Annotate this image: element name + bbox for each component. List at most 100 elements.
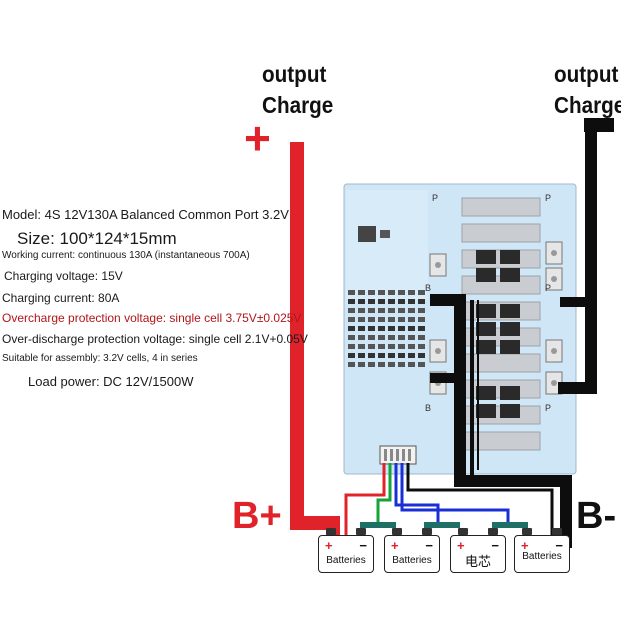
spec-overcharge: Overcharge protection voltage: single ce… <box>2 311 302 325</box>
mosfet <box>500 250 520 264</box>
plus-icon: + <box>521 538 529 553</box>
resistor <box>418 335 425 340</box>
minus-icon: − <box>425 538 433 553</box>
output-label-right: output <box>554 61 619 87</box>
plus-sign: + <box>244 112 271 164</box>
resistor <box>398 344 405 349</box>
chip <box>358 226 376 242</box>
mosfet <box>500 340 520 354</box>
resistor <box>408 362 415 367</box>
battery-cell: + − Batteries <box>514 528 570 573</box>
resistor <box>418 362 425 367</box>
resistor <box>358 308 365 313</box>
positive-terminal <box>458 528 468 535</box>
spec-charging-current: Charging current: 80A <box>2 291 120 305</box>
resistor <box>408 344 415 349</box>
minus-icon: − <box>491 538 499 553</box>
resistor <box>368 299 375 304</box>
b-minus-wire <box>430 294 572 548</box>
lug-hole <box>435 262 441 268</box>
mosfet <box>500 268 520 282</box>
resistor <box>408 326 415 331</box>
resistor <box>408 299 415 304</box>
pad-label-p: P <box>545 403 552 413</box>
balance-resistors <box>348 290 425 367</box>
resistor <box>388 344 395 349</box>
mosfet <box>476 250 496 264</box>
battery-cell: + − Batteries <box>318 528 374 573</box>
resistor <box>348 335 355 340</box>
spec-working-current: Working current: continuous 130A (instan… <box>2 250 250 261</box>
heatsink-bar <box>461 197 541 217</box>
resistor <box>388 335 395 340</box>
cell-links <box>360 522 528 528</box>
mosfet <box>476 304 496 318</box>
resistor <box>418 299 425 304</box>
resistor <box>368 335 375 340</box>
resistor <box>348 353 355 358</box>
spec-overdischarge: Over-discharge protection voltage: singl… <box>2 332 308 346</box>
negative-terminal <box>356 528 366 535</box>
resistor <box>378 335 385 340</box>
lug-hole <box>551 276 557 282</box>
spec-charging-voltage: Charging voltage: 15V <box>4 269 123 283</box>
mosfet <box>476 404 496 418</box>
resistor <box>368 317 375 322</box>
mosfet <box>500 322 520 336</box>
minus-icon: − <box>555 538 563 553</box>
pad-label-b: B <box>425 403 432 413</box>
resistor <box>348 317 355 322</box>
resistor <box>398 299 405 304</box>
plus-icon: + <box>391 538 399 553</box>
spec-size: Size: 100*124*15mm <box>17 229 177 248</box>
battery-label: Batteries <box>326 555 366 566</box>
resistor <box>388 353 395 358</box>
negative-terminal <box>552 528 562 535</box>
mosfet <box>500 386 520 400</box>
spec-suitable: Suitable for assembly: 3.2V cells, 4 in … <box>2 353 198 364</box>
lug-hole <box>551 380 557 386</box>
resistor <box>398 335 405 340</box>
plus-icon: + <box>457 538 465 553</box>
resistor <box>378 326 385 331</box>
resistor <box>358 362 365 367</box>
resistor <box>348 362 355 367</box>
resistor <box>368 344 375 349</box>
pad-label-p: P <box>545 283 552 293</box>
resistor <box>398 290 405 295</box>
mosfet <box>476 340 496 354</box>
mosfet <box>476 268 496 282</box>
battery-label: Batteries <box>522 551 562 562</box>
battery-cell: + − 电芯 <box>450 528 506 573</box>
resistor <box>418 290 425 295</box>
resistor <box>388 326 395 331</box>
negative-charge-wire <box>558 118 614 394</box>
resistor <box>388 299 395 304</box>
plus-icon: + <box>325 538 333 553</box>
minus-icon: − <box>359 538 367 553</box>
mosfet <box>500 304 520 318</box>
positive-terminal <box>392 528 402 535</box>
mosfet <box>500 404 520 418</box>
resistor <box>358 353 365 358</box>
resistor <box>348 344 355 349</box>
resistor <box>368 290 375 295</box>
battery-cell: + − Batteries <box>384 528 440 573</box>
resistor <box>368 326 375 331</box>
positive-terminal <box>326 528 336 535</box>
resistor <box>388 290 395 295</box>
resistor <box>358 290 365 295</box>
resistor <box>418 308 425 313</box>
battery-label: Batteries <box>392 555 432 566</box>
resistor <box>378 308 385 313</box>
resistor <box>378 317 385 322</box>
resistor <box>408 290 415 295</box>
positive-terminal <box>522 528 532 535</box>
resistor <box>398 326 405 331</box>
resistor <box>378 353 385 358</box>
resistor <box>408 308 415 313</box>
resistor <box>398 353 405 358</box>
connector-pins <box>384 449 411 461</box>
pad-label-p: P <box>545 193 552 203</box>
resistor <box>418 326 425 331</box>
